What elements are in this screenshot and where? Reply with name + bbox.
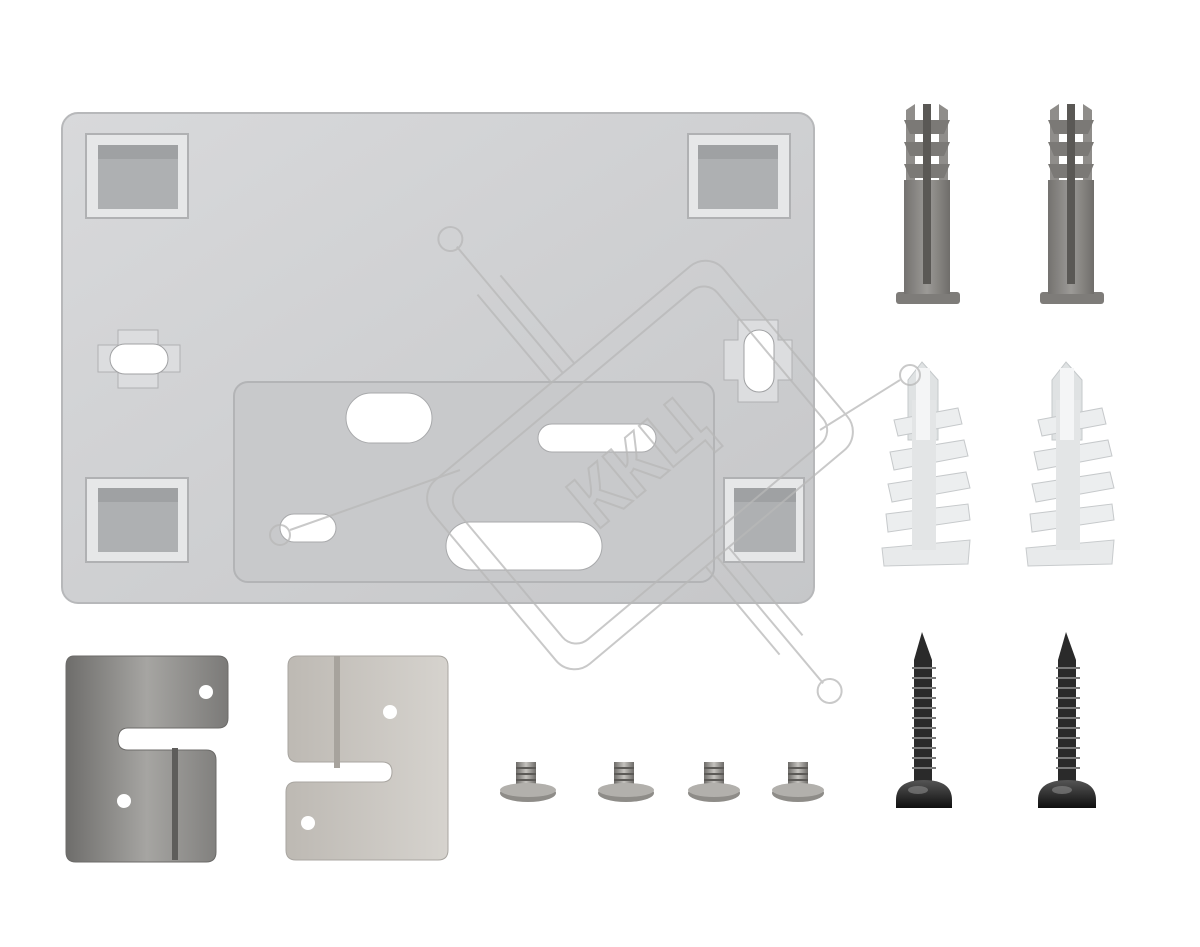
- self-tapping-screw: [1038, 632, 1096, 808]
- drywall-anchor: [1025, 361, 1115, 567]
- mounting-plate: [61, 112, 815, 604]
- corner-clip: [85, 477, 189, 563]
- small-screw: [688, 762, 740, 802]
- corner-clip: [687, 133, 791, 219]
- small-screw: [598, 762, 654, 802]
- metal-bracket: [285, 655, 449, 861]
- self-tapping-screw: [896, 632, 952, 808]
- keyhole-slot: [97, 329, 181, 389]
- keyhole-slot: [723, 319, 793, 403]
- corner-clip: [85, 133, 189, 219]
- small-screw: [500, 762, 556, 802]
- small-screw: [772, 762, 824, 802]
- recessed-panel: [233, 381, 715, 583]
- wall-plug: [1040, 104, 1104, 304]
- metal-bracket: [65, 655, 229, 863]
- wall-plug: [896, 104, 960, 304]
- drywall-anchor: [881, 361, 971, 567]
